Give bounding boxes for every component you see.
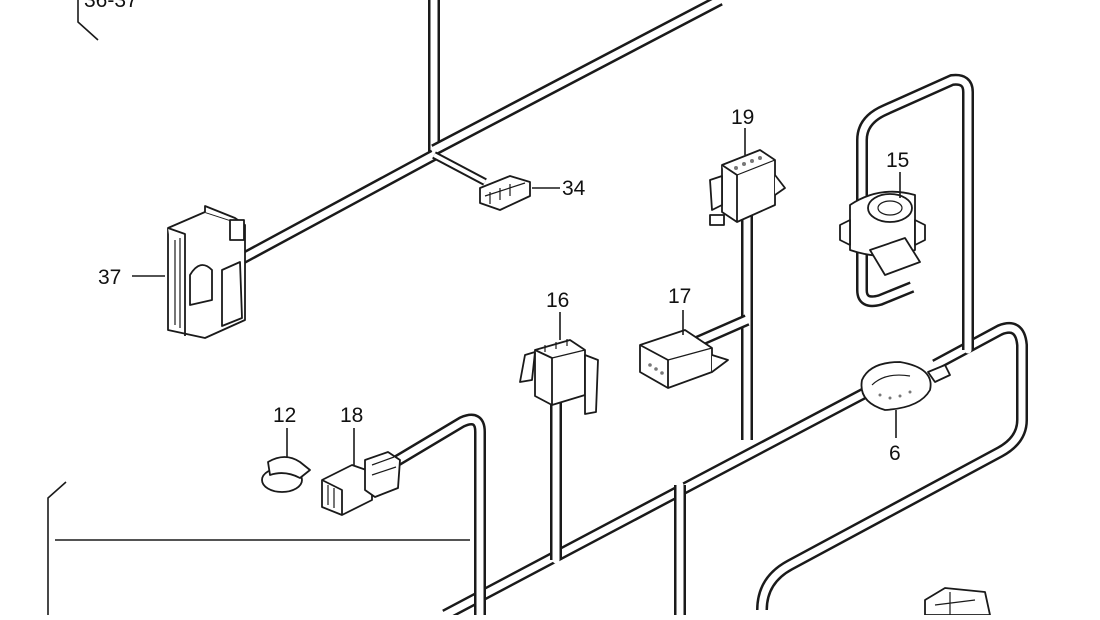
callout-labels: 36-37 34 19 15 37 16 17 12 18 6 [84,0,909,465]
callout-19: 19 [731,106,754,129]
part-17-connector [639,329,729,389]
part-12-cap [261,456,311,493]
callout-16: 16 [546,289,569,312]
part-19-connector [709,149,786,226]
frame-lines [47,0,470,615]
callout-12: 12 [273,404,296,427]
part-bottom-right-connector [924,587,991,616]
callout-6: 6 [889,442,901,465]
callout-18: 18 [340,404,363,427]
wire-left-loop [176,0,352,197]
callout-17: 17 [668,285,691,308]
wire-to-18 [391,413,486,615]
part-16-connector [519,339,599,415]
callout-15: 15 [886,149,909,172]
leader-lines [132,128,901,465]
part-18-connector [321,451,401,516]
part-6-grommet [860,361,951,411]
part-37-connector [167,205,246,339]
part-34-connector [479,175,531,211]
part-15-sensor [839,190,926,276]
callout-34: 34 [562,177,586,200]
harness-wires [174,0,1028,620]
callout-37: 37 [98,266,121,289]
callout-ref-range: 36-37 [84,0,138,12]
